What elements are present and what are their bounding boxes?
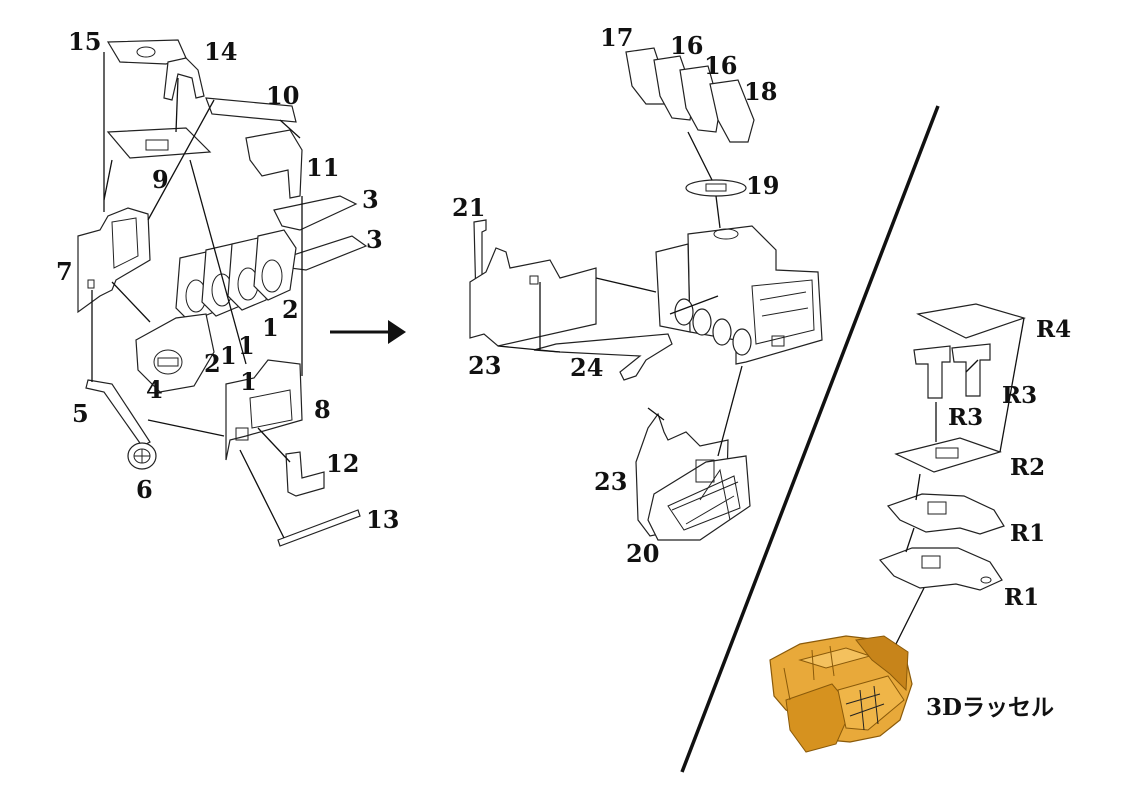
label-part-17: 17: [600, 23, 634, 52]
label-part-7: 7: [56, 257, 73, 286]
label-part-8: 8: [314, 395, 331, 424]
part-3-lower: [283, 235, 368, 271]
part-r1-lower: [878, 547, 1003, 591]
label-part-14: 14: [204, 37, 238, 66]
label-part-3-upper: 3: [362, 185, 379, 214]
label-part-20: 20: [626, 539, 660, 568]
middle-exploded-group: [469, 47, 823, 541]
part-r2-plate: [894, 437, 1002, 473]
part-5-bar: [85, 379, 151, 447]
label-part-r3-left: R3: [948, 404, 984, 431]
label-part-1-middle: 1: [238, 331, 255, 360]
main-body-wheels: [674, 298, 752, 356]
part-19-ring: [685, 179, 747, 197]
part-23-side-upper: [469, 247, 597, 347]
part-16-hood-b: [679, 65, 721, 133]
part-14-frame: [163, 57, 205, 101]
label-part-2-left: 2: [204, 349, 221, 378]
part-11-bracket: [245, 129, 303, 199]
label-part-11: 11: [306, 153, 340, 182]
wheel-sheet-cluster: [175, 229, 297, 323]
label-part-19: 19: [746, 171, 780, 200]
label-part-23-upper: 23: [468, 351, 502, 380]
main-body-assembly: [655, 225, 823, 365]
label-part-1-left-small: 1: [220, 341, 237, 370]
part-13-strip: [277, 509, 361, 547]
russel-exploded-group: [769, 303, 1026, 753]
part-8-frame: [225, 359, 303, 461]
label-part-12: 12: [326, 449, 360, 478]
label-part-1-right: 1: [262, 313, 279, 342]
part-r4-plate: [916, 303, 1026, 339]
label-part-r1-upper: R1: [1010, 520, 1046, 547]
label-part-r1-lower: R1: [1004, 584, 1040, 611]
label-part-15: 15: [68, 27, 102, 56]
section-divider-line: [680, 105, 940, 773]
part-24-linkage: [533, 333, 673, 381]
label-part-6: 6: [136, 475, 153, 504]
label-part-16-b: 16: [704, 51, 738, 80]
label-part-5: 5: [72, 399, 89, 428]
part-6-wheel: [127, 442, 157, 470]
part-9-plate: [106, 127, 212, 159]
label-part-13: 13: [366, 505, 400, 534]
label-3d-russel: 3Dラッセル: [926, 694, 1054, 721]
right-arrow-icon: [330, 320, 406, 344]
part-20-frame: [647, 455, 751, 541]
label-part-23-lower: 23: [594, 467, 628, 496]
label-part-16-a: 16: [670, 31, 704, 60]
left-exploded-group: [77, 39, 368, 547]
part-12-bracket: [285, 451, 325, 497]
label-part-r3-right: R3: [1002, 382, 1038, 409]
label-part-9: 9: [152, 165, 169, 194]
label-part-24: 24: [570, 353, 604, 382]
part-10-strip: [205, 97, 297, 123]
label-part-1-lower: 1: [240, 367, 257, 396]
label-part-3-lower: 3: [366, 225, 383, 254]
label-part-18: 18: [744, 77, 778, 106]
label-part-2-right: 2: [282, 295, 299, 324]
part-3-upper: [273, 195, 358, 231]
label-part-4: 4: [146, 375, 163, 404]
part-4-panel: [135, 313, 215, 393]
label-part-r4: R4: [1036, 316, 1072, 343]
part-r3-right: [951, 343, 991, 397]
label-part-r2: R2: [1010, 454, 1046, 481]
label-part-10: 10: [266, 81, 300, 110]
part-18-hood: [709, 79, 755, 143]
label-part-21: 21: [452, 193, 486, 222]
part-r3-left: [913, 345, 951, 399]
russel-3d-model: [769, 635, 913, 753]
